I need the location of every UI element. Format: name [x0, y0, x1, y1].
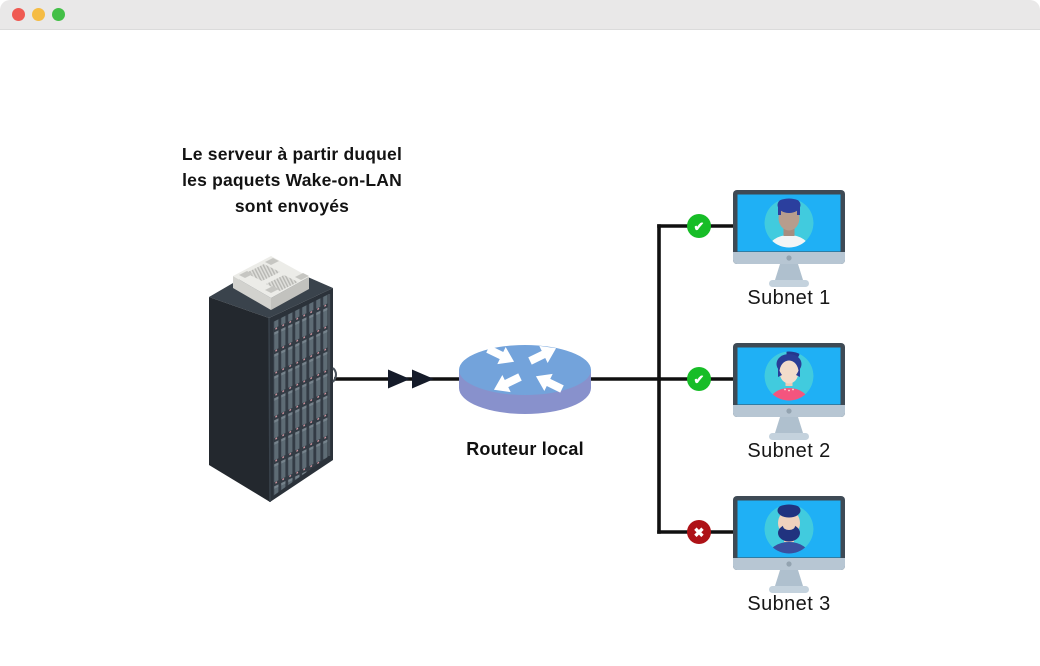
subnet-node-3: ✖ Subnet 3 — [687, 496, 897, 631]
status-badge: ✔ — [687, 367, 711, 391]
subnet-label: Subnet 3 — [747, 593, 831, 615]
cross-icon: ✖ — [693, 524, 705, 540]
router-node: Routeur local — [455, 332, 595, 460]
avatar-woman-icon — [764, 351, 814, 401]
monitor-icon — [733, 496, 845, 593]
caption-line-3: sont envoyés — [234, 196, 350, 216]
minimize-button[interactable] — [32, 8, 45, 21]
subnet-label: Subnet 1 — [747, 287, 831, 309]
server-icon — [209, 256, 337, 503]
status-badge: ✔ — [687, 214, 711, 238]
window-titlebar — [0, 0, 1040, 30]
subnet-label: Subnet 2 — [747, 440, 831, 462]
subnet-node-2: ✔ — [687, 343, 897, 478]
caption-line-2: les paquets Wake-on-LAN — [182, 170, 402, 190]
router-label: Routeur local — [466, 439, 584, 459]
top-switch-icon — [233, 256, 309, 310]
check-icon: ✔ — [693, 371, 705, 387]
status-badge: ✖ — [687, 520, 711, 544]
router-icon — [459, 339, 591, 414]
avatar-man-icon — [764, 198, 814, 248]
avatar-bearded-man-icon — [764, 504, 814, 554]
server-caption: Le serveur à partir duquel les paquets W… — [118, 141, 466, 219]
close-button[interactable] — [12, 8, 25, 21]
packet-direction-arrows — [388, 369, 434, 389]
subnet-node-1: ✔ Subnet 1 — [687, 190, 897, 325]
caption-line-1: Le serveur à partir duquel — [181, 144, 403, 164]
monitor-icon — [733, 343, 845, 440]
diagram-canvas: Le serveur à partir duquel les paquets W… — [0, 30, 1040, 665]
monitor-icon — [733, 190, 845, 287]
zoom-button[interactable] — [52, 8, 65, 21]
check-icon: ✔ — [693, 218, 705, 234]
